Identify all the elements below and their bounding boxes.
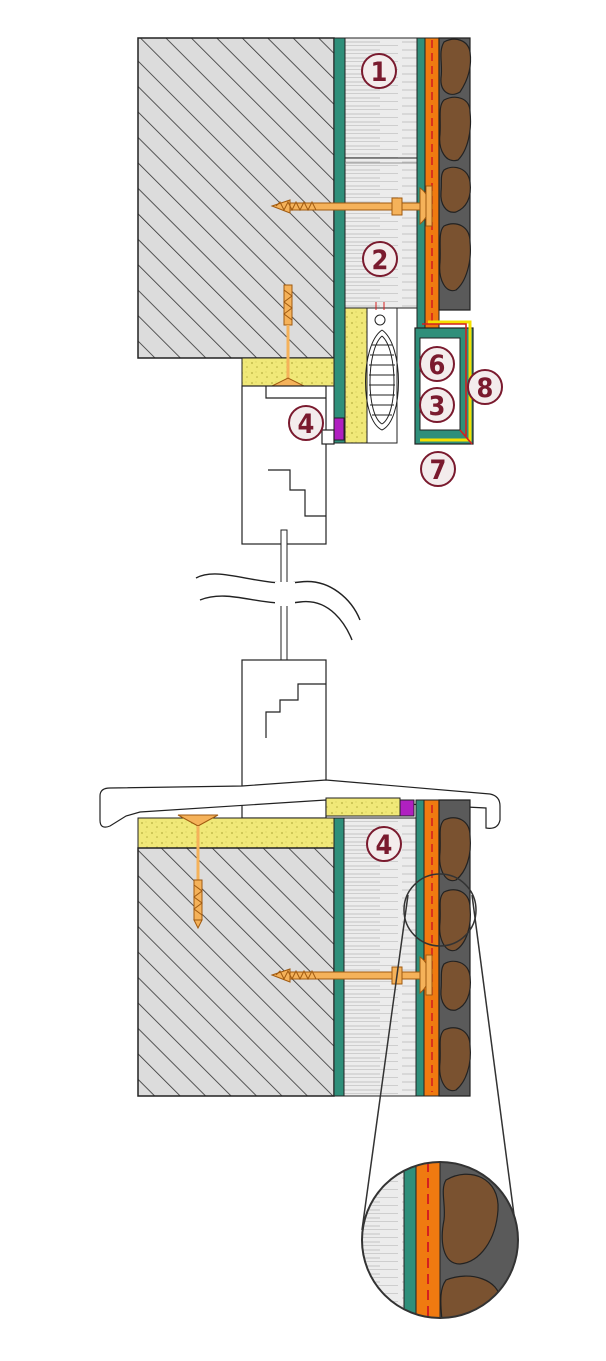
reveal-profile (414, 320, 474, 445)
callout-4-lower: 4 (366, 826, 402, 862)
detail-marker-circle (403, 873, 477, 947)
break-lines (195, 573, 361, 641)
upper-stone-cladding (438, 37, 472, 311)
lower-render-teal (415, 799, 425, 1097)
svg-text:2: 2 (372, 245, 389, 276)
callout-8: 8 (467, 369, 503, 405)
callout-6: 6 (419, 346, 455, 382)
lower-insulation-board (343, 817, 417, 1097)
magnifier-line-right (471, 894, 517, 1231)
shutter-box-foam (344, 307, 368, 444)
svg-text:7: 7 (430, 455, 447, 486)
upper-masonry-wall (137, 37, 335, 359)
lower-stone-cladding (438, 799, 471, 1097)
window-frame-top (241, 385, 335, 545)
purple-tape-upper (333, 417, 345, 441)
svg-text:3: 3 (429, 391, 446, 422)
magnifier-line-left (361, 894, 409, 1231)
window-sill (99, 779, 501, 829)
lower-adhesive-teal-layer (333, 817, 345, 1097)
svg-text:4: 4 (376, 830, 393, 861)
insulation-board-2 (344, 157, 418, 309)
upper-adhesive-teal-layer (333, 37, 346, 444)
sill-anchor (177, 814, 219, 930)
callout-7: 7 (420, 451, 456, 487)
svg-text:4: 4 (298, 409, 315, 440)
magnified-detail (362, 1162, 518, 1318)
svg-text:6: 6 (429, 350, 446, 381)
magnifier-lens (361, 1161, 519, 1319)
sill-foam (137, 817, 335, 849)
callout-2: 2 (362, 241, 398, 277)
upper-insulation-anchor (270, 185, 433, 227)
svg-text:1: 1 (371, 57, 388, 88)
svg-text:8: 8 (477, 373, 494, 404)
callout-3: 3 (419, 387, 455, 423)
rolled-shutter-slats (365, 329, 399, 431)
shutter-axle (374, 314, 386, 326)
callout-1: 1 (361, 53, 397, 89)
upper-render-teal (416, 37, 426, 329)
callout-4-upper: 4 (288, 405, 324, 441)
